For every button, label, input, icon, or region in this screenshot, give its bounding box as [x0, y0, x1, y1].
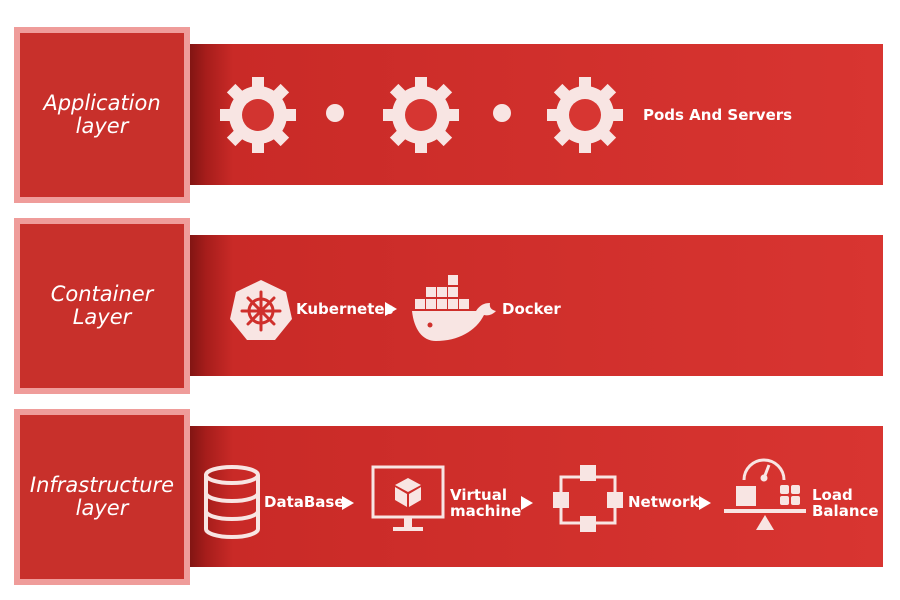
- container-layer-label-box: Container Layer: [14, 218, 190, 394]
- infrastructure-layer-label: Infrastructure layer: [29, 473, 175, 520]
- virtual-machine-label: Virtual machine: [450, 486, 522, 520]
- load-balance-label: Load Balance: [812, 486, 879, 520]
- separator-dot: [326, 104, 344, 122]
- application-layer-row: Application layer: [0, 27, 900, 217]
- infrastructure-layer-row: Infrastructure layer DataBase Virtual ma…: [0, 409, 900, 599]
- docker-label: Docker: [502, 300, 561, 318]
- database-icon: [204, 465, 260, 539]
- application-layer-label: Application layer: [43, 91, 161, 138]
- docker-icon: [412, 275, 496, 341]
- container-layer-row: Container Layer Kubernetes Docker: [0, 218, 900, 408]
- virtual-machine-icon: [371, 465, 445, 531]
- arrow-right-icon: [521, 496, 533, 510]
- arrow-right-icon: [385, 302, 397, 316]
- load-balance-icon: [724, 458, 806, 530]
- gear-icon: [547, 77, 623, 153]
- database-label: DataBase: [264, 493, 345, 511]
- arrow-right-icon: [699, 496, 711, 510]
- container-layer-band: [188, 235, 883, 376]
- pods-and-servers-label: Pods And Servers: [643, 106, 793, 124]
- application-layer-band: [188, 44, 883, 185]
- kubernetes-label: Kubernetes: [296, 300, 394, 318]
- network-icon: [553, 465, 623, 532]
- gear-icon: [383, 77, 459, 153]
- separator-dot: [493, 104, 511, 122]
- application-layer-label-box: Application layer: [14, 27, 190, 203]
- network-label: Network: [628, 493, 700, 511]
- gear-icon: [220, 77, 296, 153]
- infrastructure-layer-band: [188, 426, 883, 567]
- infrastructure-layer-label-box: Infrastructure layer: [14, 409, 190, 585]
- kubernetes-icon: [230, 280, 292, 340]
- arrow-right-icon: [342, 496, 354, 510]
- container-layer-label: Container Layer: [50, 282, 154, 329]
